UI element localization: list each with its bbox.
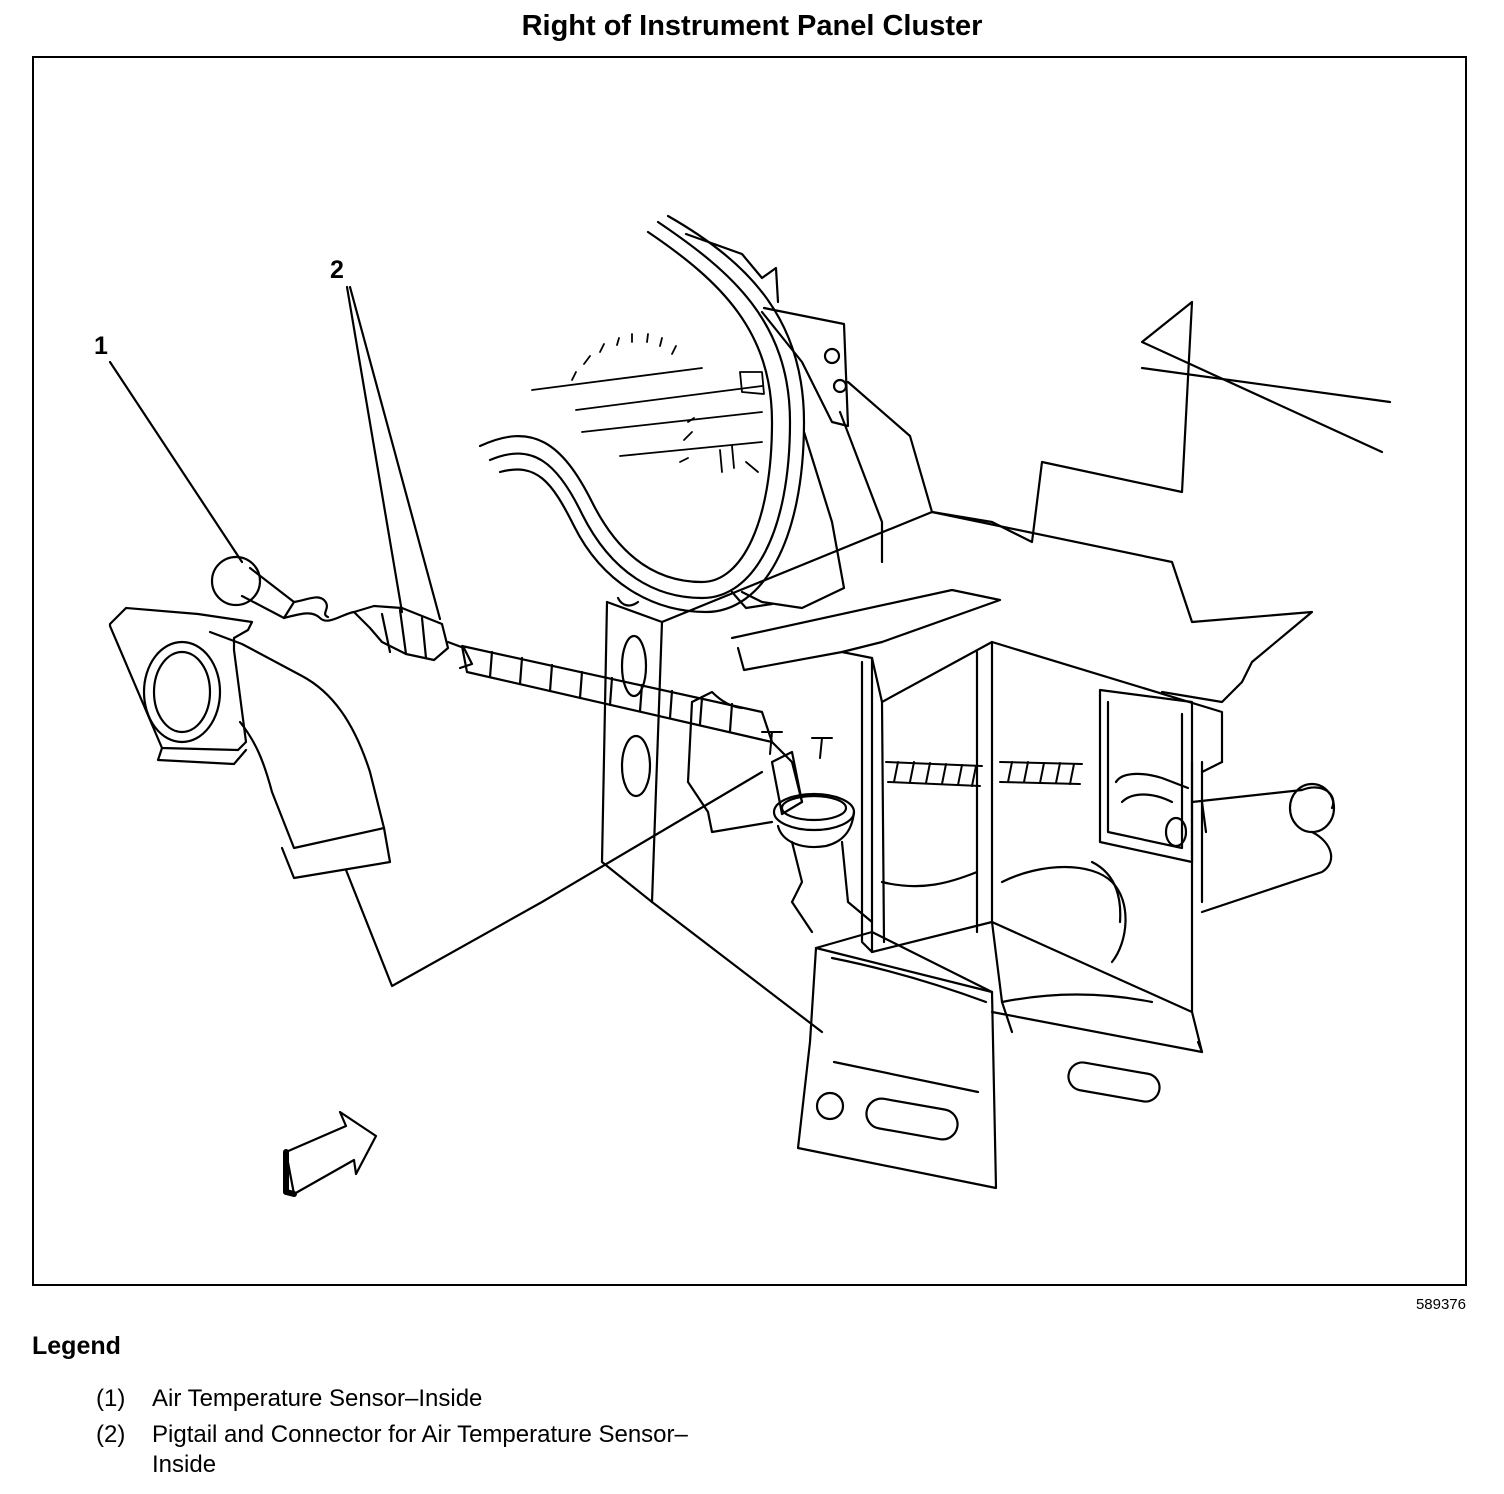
legend-item-text: Air Temperature Sensor–Inside (152, 1385, 483, 1412)
legend-item: (1) Air Temperature Sensor–Inside (96, 1384, 712, 1414)
callout-2: 2 (330, 256, 344, 284)
illustration-frame: 1 2 (32, 56, 1467, 1286)
mounting-bracket (796, 930, 1204, 1190)
legend-heading: Legend (32, 1332, 121, 1360)
vent-grille (761, 731, 1083, 787)
legend-item-text: Pigtail and Connector for Air Temperatur… (152, 1421, 688, 1478)
legend-item: (2) Pigtail and Connector for Air Tempera… (96, 1420, 692, 1480)
cluster-gauge (531, 333, 765, 473)
view-direction-arrow (283, 1110, 378, 1197)
figure-id: 589376 (1415, 1296, 1466, 1313)
air-temperature-sensor (210, 555, 356, 622)
pigtail-connector (352, 604, 474, 670)
dash-trim (478, 214, 1392, 614)
side-fitting (1098, 688, 1336, 914)
leader-lines (108, 285, 442, 621)
sensor-port (686, 690, 874, 934)
hvac-housing (600, 510, 1314, 1034)
legend-item-number: (2) (96, 1421, 126, 1448)
callout-1: 1 (94, 332, 108, 360)
lower-outlet (870, 860, 1194, 1034)
diagram-title: Right of Instrument Panel Cluster (521, 10, 983, 42)
line-drawing: 1 2 (94, 214, 1392, 1197)
legend-item-number: (1) (96, 1385, 126, 1412)
duct-assembly (108, 606, 764, 988)
